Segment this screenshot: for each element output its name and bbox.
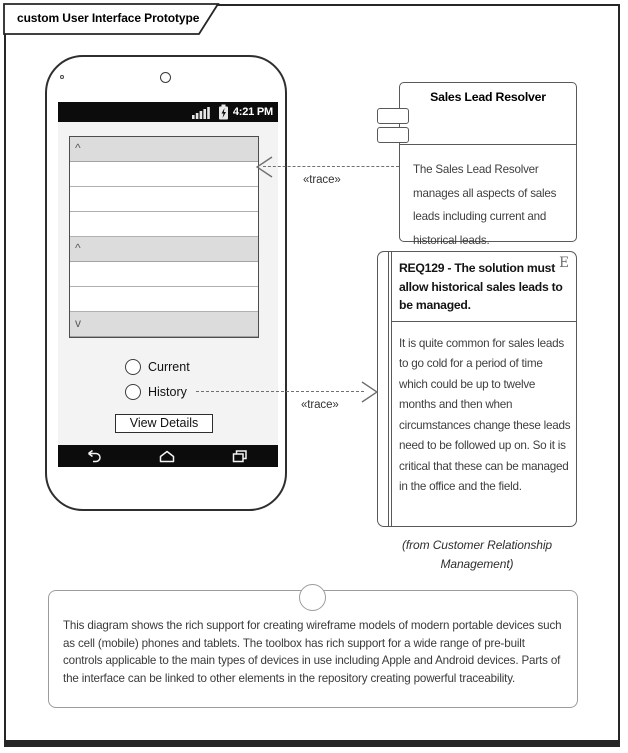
diagram-title: custom User Interface Prototype bbox=[17, 11, 200, 25]
scroll-up-icon: ^ bbox=[75, 241, 81, 255]
list-item-row[interactable] bbox=[70, 212, 258, 237]
nav-bar bbox=[58, 445, 278, 467]
list-scroll-down-row[interactable]: v bbox=[70, 312, 258, 337]
requirement-req129[interactable]: E REQ129 - The solution must allow histo… bbox=[377, 251, 577, 527]
radio-history[interactable] bbox=[125, 384, 141, 400]
radio-current[interactable] bbox=[125, 359, 141, 375]
component-sales-lead-resolver[interactable]: Sales Lead Resolver The Sales Lead Resol… bbox=[377, 82, 577, 247]
list-item-row[interactable] bbox=[70, 262, 258, 287]
trace-connector-1[interactable] bbox=[263, 166, 399, 167]
note-text: This diagram shows the rich support for … bbox=[63, 619, 562, 685]
component-description: The Sales Lead Resolver manages all aspe… bbox=[400, 144, 576, 247]
list-item-row[interactable] bbox=[70, 187, 258, 212]
recents-button[interactable] bbox=[231, 449, 248, 463]
scroll-up-icon: ^ bbox=[75, 141, 81, 155]
home-button[interactable] bbox=[158, 449, 176, 463]
trace-label-1: «trace» bbox=[303, 174, 341, 186]
scroll-down-icon: v bbox=[75, 316, 81, 330]
phone-device[interactable]: 4:21 PM ^ ^ v Current History View Detai… bbox=[45, 55, 287, 511]
trace-connector-2[interactable] bbox=[196, 391, 364, 392]
radio-history-label: History bbox=[148, 385, 187, 399]
trace-arrowhead-1 bbox=[256, 156, 273, 178]
component-port-icon bbox=[377, 127, 409, 143]
view-details-button[interactable]: View Details bbox=[115, 414, 213, 433]
list-item-row[interactable] bbox=[70, 287, 258, 312]
list-item-row[interactable] bbox=[70, 162, 258, 187]
list-scroll-up-row[interactable]: ^ bbox=[70, 237, 258, 262]
diagram-title-tab bbox=[3, 3, 220, 35]
trace-arrowhead-2 bbox=[361, 381, 378, 403]
phone-screen: ^ ^ v Current History View Details bbox=[58, 122, 278, 445]
requirement-title: REQ129 - The solution must allow histori… bbox=[392, 252, 576, 322]
radio-current-label: Current bbox=[148, 360, 190, 374]
note-circle-icon bbox=[299, 584, 326, 611]
battery-icon bbox=[218, 104, 228, 120]
speaker-icon bbox=[160, 72, 171, 83]
component-port-icon bbox=[377, 108, 409, 124]
back-icon bbox=[88, 449, 101, 463]
requirement-margin-strip bbox=[388, 252, 392, 526]
component-title: Sales Lead Resolver bbox=[430, 90, 546, 104]
back-button[interactable] bbox=[85, 449, 103, 463]
list-scroll-up-row[interactable]: ^ bbox=[70, 137, 258, 162]
camera-icon bbox=[60, 75, 64, 79]
requirement-badge-icon: E bbox=[559, 255, 569, 271]
diagram-frame bbox=[4, 4, 620, 747]
from-package-label: (from Customer Relationship Management) bbox=[401, 538, 553, 571]
signal-icon bbox=[191, 106, 210, 119]
list-control[interactable]: ^ ^ v bbox=[69, 136, 259, 338]
home-icon bbox=[159, 450, 175, 463]
recents-icon bbox=[232, 450, 247, 463]
trace-label-2: «trace» bbox=[301, 399, 339, 411]
status-bar: 4:21 PM bbox=[58, 102, 278, 122]
requirement-description: It is quite common for sales leads to go… bbox=[399, 336, 571, 494]
status-time: 4:21 PM bbox=[232, 106, 273, 118]
